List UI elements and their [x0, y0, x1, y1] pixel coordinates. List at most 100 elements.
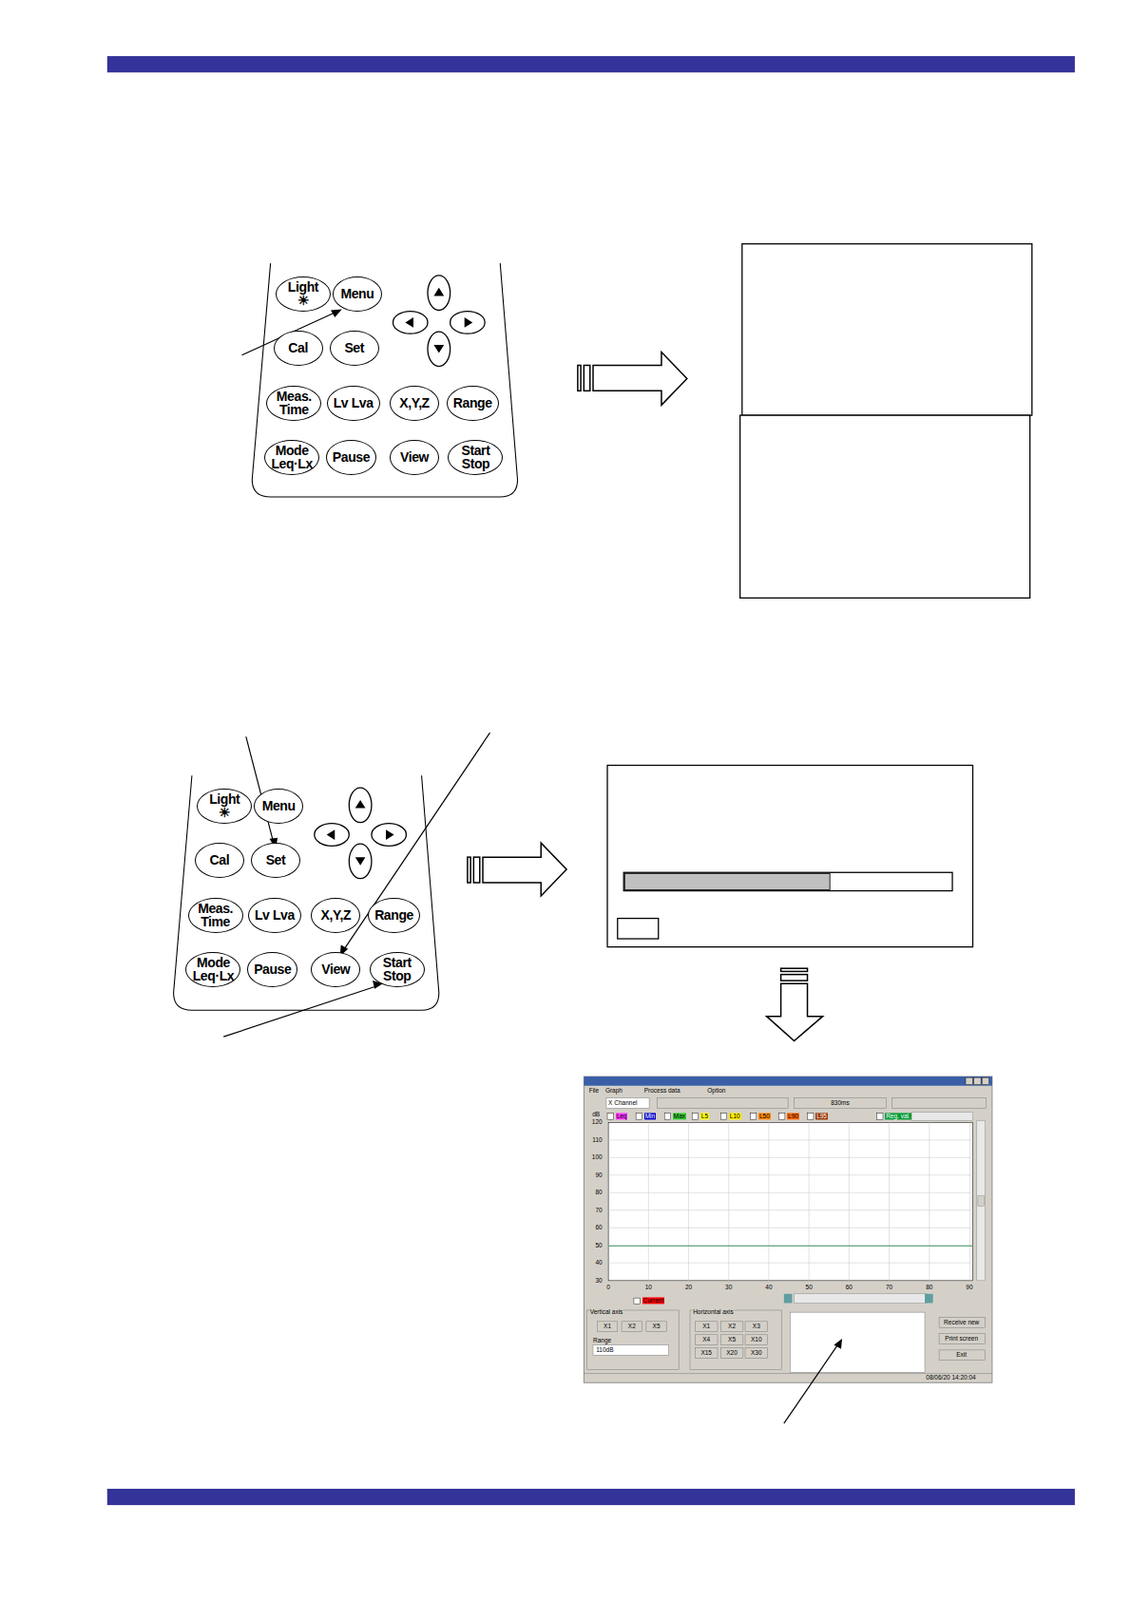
keypad-outline: [251, 263, 518, 498]
keypad-button: Mode Leq·Lx: [185, 952, 241, 988]
screen-label: 120: [592, 1119, 603, 1127]
arrow-symbol: [385, 829, 395, 841]
hollow-arrow: [781, 968, 808, 972]
screen-label: 60: [594, 1225, 602, 1232]
progress-fill: [624, 873, 830, 890]
button-label: Light ☀: [203, 792, 246, 820]
title-bar: [583, 1076, 993, 1087]
screen-label: 30: [725, 1284, 732, 1292]
screen-label: 40: [594, 1260, 602, 1267]
arrowhead: [833, 1339, 843, 1350]
display-box: [607, 765, 973, 947]
display-box: [740, 415, 1031, 598]
screen-label: 100: [592, 1154, 603, 1162]
screen-label: 50: [805, 1284, 813, 1292]
keypad-button: Range: [446, 385, 499, 422]
screen-label: X5: [652, 1323, 661, 1331]
button-label: Light ☀: [282, 280, 325, 307]
hollow-arrow: [473, 857, 480, 883]
level-line: [608, 1246, 973, 1247]
screen-label: X15: [700, 1350, 712, 1358]
button-label: Range: [453, 396, 493, 410]
keypad-button: Set: [329, 330, 380, 366]
screen-label: Leq: [615, 1112, 629, 1120]
screen-label: X5: [728, 1337, 736, 1344]
hollow-arrow: [583, 364, 590, 391]
keypad-button: Pause: [247, 952, 298, 988]
screen-label: 30: [594, 1277, 602, 1285]
screen-label: Horizontal axis: [691, 1309, 735, 1317]
button-label: Menu: [262, 799, 296, 813]
button-label: Mode Leq·Lx: [191, 956, 234, 983]
keypad-button: Range: [367, 898, 421, 934]
chart-area: [608, 1122, 973, 1281]
screen-label: Option: [707, 1088, 726, 1095]
screen-label: Exit: [956, 1352, 967, 1360]
button-label: Cal: [287, 341, 308, 355]
screen-label: Receive new: [943, 1319, 979, 1326]
hollow-arrow: [593, 352, 688, 406]
arrow-key: [314, 824, 350, 847]
keypad-button: Lv Lva: [248, 898, 302, 934]
screen-label: 90: [965, 1284, 973, 1292]
button-label: Pause: [332, 450, 370, 464]
button-label: Meas. Time: [194, 901, 237, 929]
hollow-arrow: [781, 975, 808, 981]
button-label: Lv Lva: [333, 396, 374, 410]
screen-label: Vertical axis: [589, 1309, 625, 1317]
keypad-button: Meas. Time: [188, 898, 244, 934]
button-label: Start Stop: [376, 956, 419, 983]
screen-label: 60: [845, 1284, 853, 1292]
arrow-symbol: [433, 287, 444, 297]
footer-bar: [107, 1489, 1075, 1506]
screen-label: 80: [925, 1284, 933, 1292]
leader-line: [343, 732, 491, 952]
button-label: X,Y,Z: [399, 396, 429, 410]
display-box: [742, 244, 1033, 416]
screen-label: X Channel: [608, 1099, 637, 1107]
header-bar: [107, 56, 1075, 73]
screen-label: X2: [728, 1323, 736, 1331]
keypad-button: View: [389, 440, 440, 476]
screen-label: 20: [685, 1284, 692, 1292]
keypad-button: Light ☀: [275, 276, 331, 312]
screen-label: Print screen: [944, 1336, 978, 1343]
keypad-button: X,Y,Z: [389, 385, 440, 422]
screen-label: File: [589, 1088, 599, 1095]
keypad-button: Pause: [325, 440, 377, 476]
arrow-key: [450, 311, 486, 335]
keypad-button: Mode Leq·Lx: [264, 440, 320, 476]
keypad-outline: [173, 775, 440, 1011]
screen-label: L90: [786, 1112, 800, 1120]
keypad-button: Light ☀: [196, 788, 252, 825]
screen-label: X30: [750, 1350, 763, 1358]
screen-label: Range: [593, 1338, 612, 1345]
message-box: [789, 1312, 925, 1373]
screen-label: 70: [594, 1207, 602, 1214]
screen-label: L10: [728, 1112, 742, 1120]
screen-label: Process data: [644, 1088, 681, 1095]
screen-label: 90: [594, 1171, 602, 1179]
keypad-button: Set: [250, 843, 301, 879]
arrow-symbol: [464, 317, 474, 328]
screen-label: dB: [592, 1111, 600, 1118]
keypad-button: Cal: [273, 330, 324, 366]
keypad-button: X,Y,Z: [310, 898, 361, 934]
keypad-button: Cal: [194, 843, 245, 879]
button-label: Mode Leq·Lx: [270, 443, 313, 471]
keypad-button: Start Stop: [369, 952, 425, 988]
screen-label: Reg. val.: [884, 1112, 912, 1120]
button-label: Set: [266, 853, 287, 867]
screen-label: L5: [700, 1112, 710, 1120]
arrow-symbol: [433, 345, 444, 354]
button-label: Pause: [253, 962, 291, 977]
arrow-key: [348, 787, 372, 824]
arrow-key: [348, 843, 372, 880]
screen-label: Graph: [605, 1088, 623, 1095]
screen-label: L50: [758, 1112, 771, 1120]
hollow-arrow: [467, 857, 471, 883]
arrow-symbol: [355, 800, 366, 809]
keypad-button: Lv Lva: [326, 385, 381, 422]
button-label: View: [321, 962, 350, 977]
